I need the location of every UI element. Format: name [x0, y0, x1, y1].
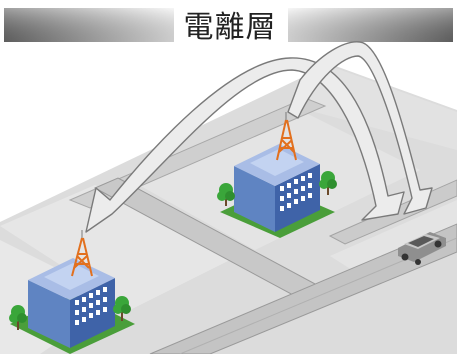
building-front-left [9, 230, 135, 354]
building-side [275, 164, 320, 232]
building-front [234, 166, 275, 232]
car-icon [398, 232, 446, 265]
roof-top [250, 149, 304, 176]
ionosphere-banner [4, 8, 453, 42]
ground-tile [0, 185, 250, 310]
signal-arrow-short [287, 41, 433, 215]
tree-icon [113, 296, 131, 321]
roof-top [44, 263, 99, 290]
windows [75, 287, 107, 325]
building-rear [217, 112, 337, 238]
building-front [28, 280, 70, 348]
radio-tower-icon [71, 230, 93, 277]
radio-tower-icon [276, 112, 297, 161]
signal-paths [85, 41, 433, 233]
tree-icon [217, 183, 235, 206]
ground-tile [330, 200, 457, 275]
diagram-title: 電離層 [183, 10, 277, 45]
road-front [149, 223, 457, 354]
windows [280, 173, 312, 211]
tree-icon [9, 305, 27, 330]
banner-left-shade [4, 8, 174, 42]
signal-arrow-long [85, 57, 405, 233]
tree-icon [319, 171, 337, 195]
banner-right-shade [288, 8, 453, 42]
